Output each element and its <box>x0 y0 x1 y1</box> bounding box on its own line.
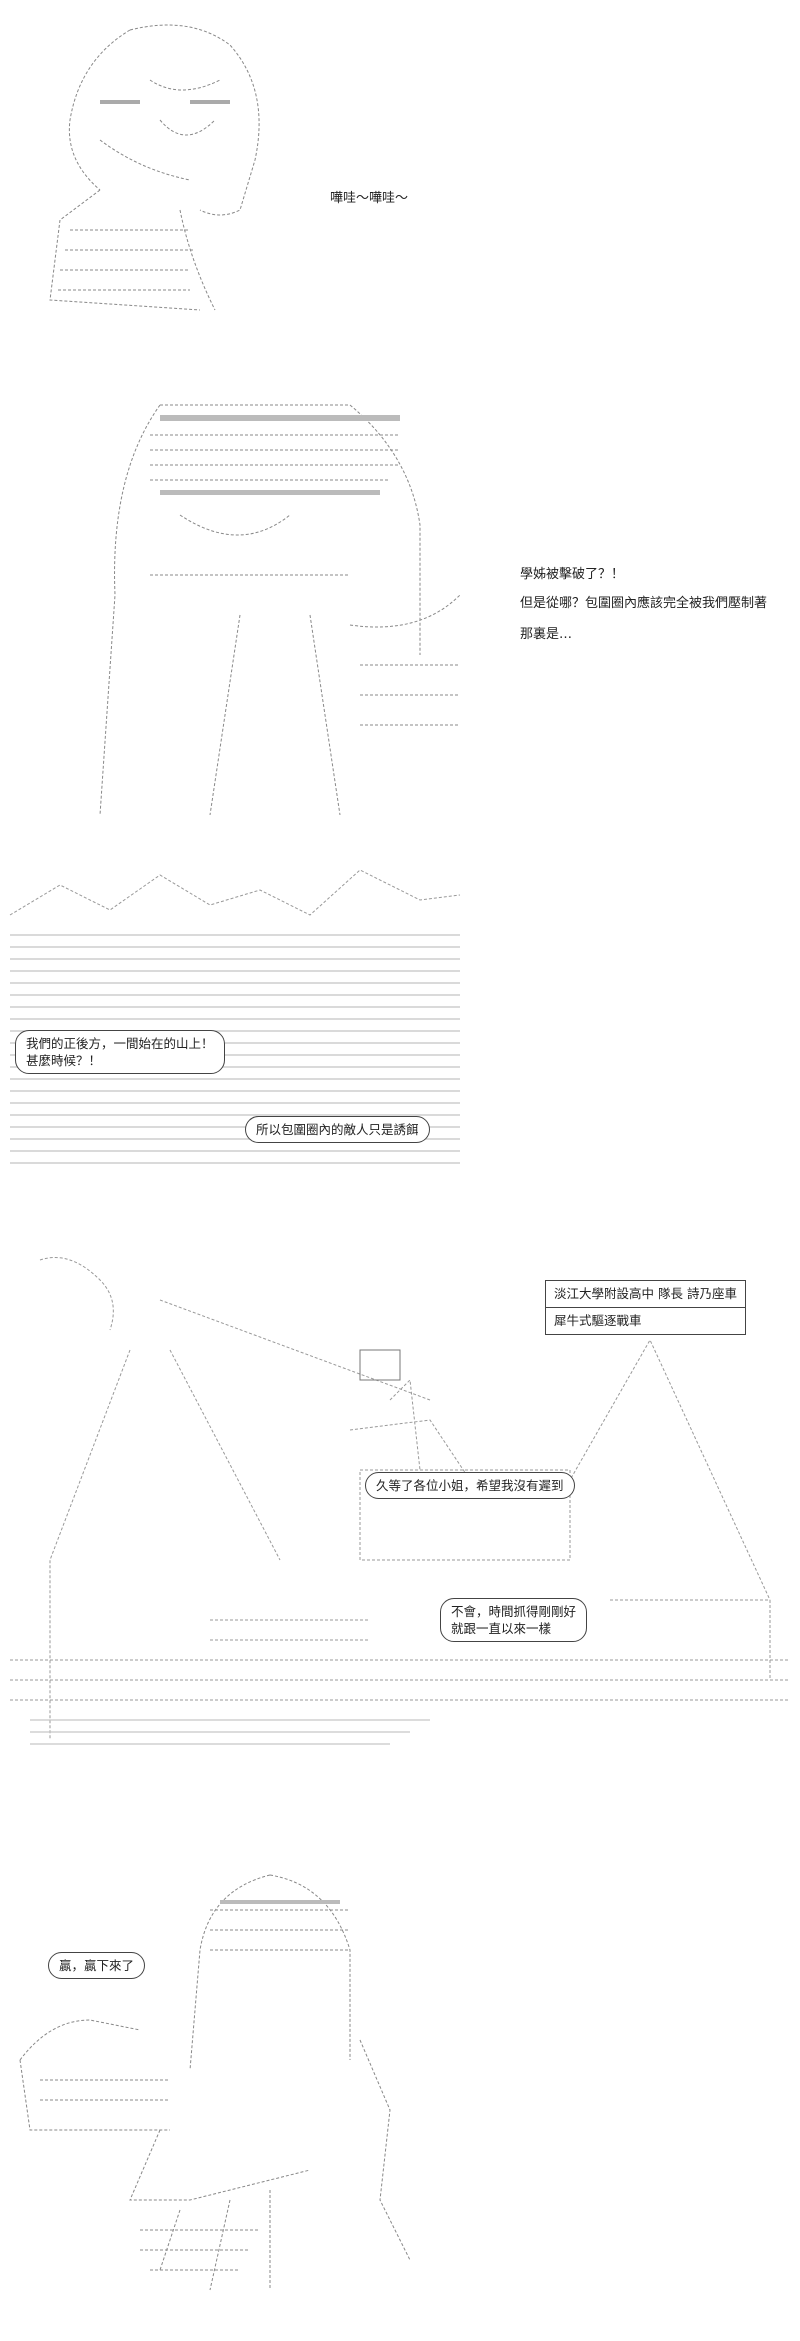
caption-divider <box>546 1307 745 1308</box>
caption-bottom: 犀牛式驅逐戰車 <box>554 1313 642 1328</box>
ascii-art-girl-relieved <box>10 1870 460 2300</box>
bubble-line-2: 甚麼時候？！ <box>26 1053 102 1068</box>
dialogue-line-3: 那裏是… <box>520 627 573 642</box>
sfx-crying: 嘩哇～嘩哇～ <box>330 191 409 206</box>
caption-top: 淡江大學附設高中 隊長 詩乃座車 <box>554 1286 737 1301</box>
dialogue-line-2: 但是從哪？包圍圈內應該完全被我們壓制著 <box>520 596 768 611</box>
panel-3: 我們的正後方，一間始在的山上！ 甚麼時候？！ 所以包圍圈內的敵人只是誘餌 <box>0 840 800 1200</box>
speech-bubble-left: 我們的正後方，一間始在的山上！ 甚麼時候？！ <box>15 1030 225 1074</box>
dialogue-line-1: 學姊被擊破了？！ <box>520 567 625 582</box>
speech-bubble-middle: 久等了各位小姐，希望我沒有遲到 <box>365 1472 575 1499</box>
panel-2: 學姊被擊破了？！ 但是從哪？包圍圈內應該完全被我們壓制著 那裏是… <box>0 380 800 820</box>
panel-4: 淡江大學附設高中 隊長 詩乃座車 犀牛式驅逐戰車 久等了各位小姐，希望我沒有遲到… <box>0 1220 800 1780</box>
bubble-line-2: 就跟一直以來一樣 <box>451 1621 552 1636</box>
panel-1: 嘩哇～嘩哇～ <box>0 0 800 330</box>
bubble-line-1: 不會，時間抓得剛剛好 <box>451 1604 577 1619</box>
speech-bubble: 贏，贏下來了 <box>48 1952 146 1979</box>
speech-bubble-lower: 不會，時間抓得剛剛好 就跟一直以來一樣 <box>440 1598 588 1642</box>
ascii-art-girl-shocked <box>90 395 470 815</box>
bubble-line-1: 我們的正後方，一間始在的山上！ <box>26 1036 214 1051</box>
panel-5: 贏，贏下來了 <box>0 1850 800 2330</box>
speech-bubble-right: 所以包圍圈內的敵人只是誘餌 <box>245 1116 430 1143</box>
caption-box: 淡江大學附設高中 隊長 詩乃座車 犀牛式驅逐戰車 <box>545 1280 746 1335</box>
ascii-art-girl-crying <box>40 20 300 320</box>
